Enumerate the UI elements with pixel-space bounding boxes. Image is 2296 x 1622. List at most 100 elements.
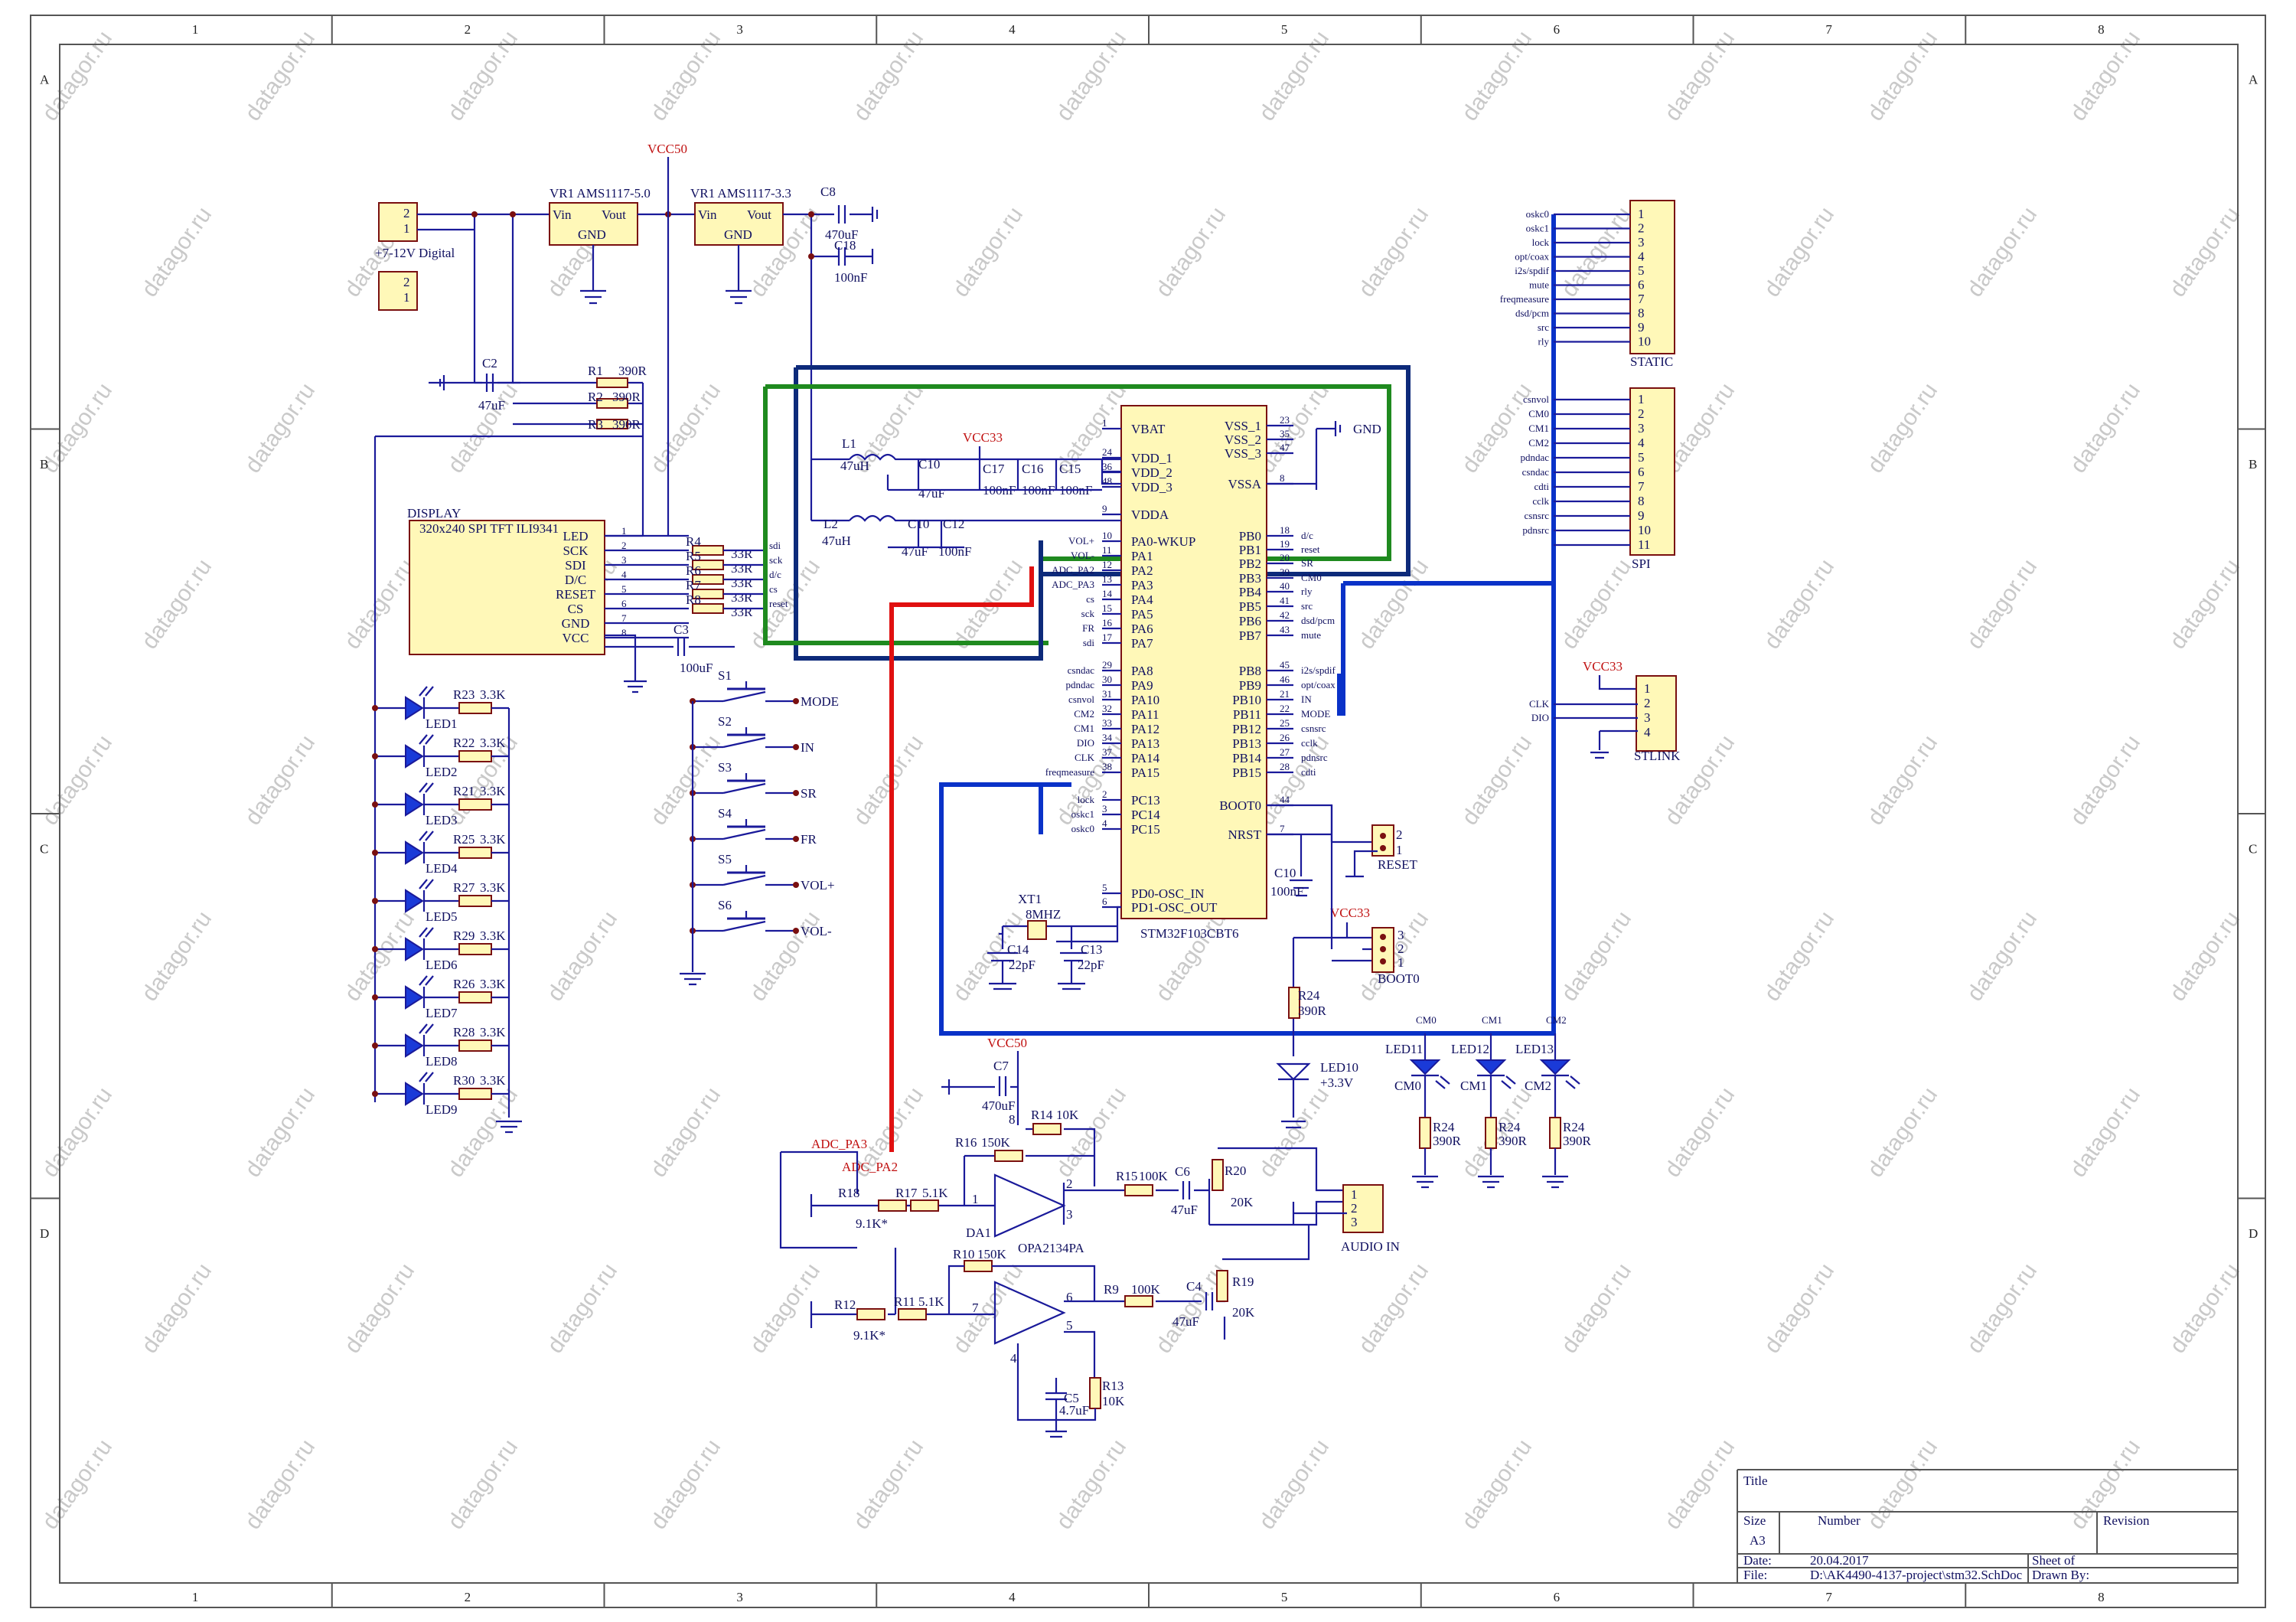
net-label: CLK: [1529, 698, 1550, 710]
opamp-ref: DA1: [966, 1225, 991, 1240]
watermark-text: datagor.ru: [2066, 378, 2146, 478]
net-label: DIO: [1531, 712, 1549, 723]
res-ref: R8: [686, 592, 701, 607]
net-label: sck: [1081, 608, 1095, 619]
mcu-pin-name: PA8: [1131, 664, 1153, 678]
net-label: VOL+: [1068, 535, 1094, 547]
watermark-text: datagor.ru: [340, 554, 420, 654]
pin-number: 6: [1638, 278, 1645, 292]
res-value: 9.1K*: [856, 1216, 888, 1231]
mcu-pin-number: 46: [1280, 674, 1290, 685]
watermark-text: datagor.ru: [745, 1258, 826, 1358]
pin-number: 2: [1638, 406, 1645, 421]
net-label: oskc1: [1526, 223, 1549, 234]
pin-number: 10: [1638, 523, 1651, 537]
res-ref: R26: [453, 977, 475, 991]
res-ref: R2: [588, 390, 603, 404]
switch-ref: S5: [718, 852, 732, 866]
crystal-section: XT1 8MHZ C14 22pF C13 22pF: [987, 892, 1121, 990]
watermark-text: datagor.ru: [948, 202, 1029, 302]
res-value: 33R: [731, 590, 753, 605]
mcu-pin-name: PA13: [1131, 736, 1159, 751]
pin-label: 2: [1397, 942, 1404, 956]
cap-value: 4.7uF: [1059, 1403, 1089, 1418]
mcu-pin-name: PA7: [1131, 636, 1153, 651]
res-value: 3.3K: [480, 736, 506, 750]
net-label: mute: [1301, 629, 1321, 641]
mcu-pin-number: 15: [1102, 602, 1112, 614]
mcu-pin-name: PA15: [1131, 765, 1159, 780]
reg-pin: Vin: [553, 207, 572, 222]
pin-label: 2: [1351, 1201, 1358, 1216]
grid-col-label: 5: [1281, 22, 1288, 37]
mcu-pin-number: 29: [1102, 659, 1112, 671]
watermark-text: datagor.ru: [2165, 554, 2245, 654]
mcu-pin-number: 5: [1102, 882, 1107, 893]
vcc33-label: VCC33: [963, 430, 1003, 445]
pin-number: 2: [1638, 221, 1645, 236]
watermark-text: datagor.ru: [849, 730, 929, 830]
pin-label: 7: [972, 1301, 979, 1315]
switch-net: MODE: [801, 694, 839, 709]
switch-ref: S3: [718, 760, 732, 775]
led-resistor: [458, 702, 492, 714]
res-value: 10K: [1102, 1394, 1125, 1408]
grid-row-label: C: [40, 841, 48, 856]
led-resistor: [458, 895, 492, 907]
switch-net: FR: [801, 832, 817, 847]
net-label: oskc1: [1071, 808, 1094, 820]
mcu-pin-name: PA14: [1131, 751, 1160, 765]
size-value: A3: [1750, 1533, 1766, 1548]
res-ref: R25: [453, 832, 475, 847]
mcu-pin-name: PB14: [1232, 751, 1261, 765]
pin-number: 9: [1638, 508, 1645, 523]
res-value: 33R: [731, 605, 753, 619]
watermark-text: datagor.ru: [1254, 26, 1335, 126]
net-label: CM2: [1525, 1079, 1551, 1093]
audio-in-header: [1342, 1184, 1384, 1233]
sheet-label: Sheet of: [2032, 1553, 2076, 1568]
pin-number: 3: [1638, 421, 1645, 436]
mcu-pin-name: PA0-WKUP: [1131, 534, 1195, 549]
pin-label: 1: [972, 1192, 979, 1206]
watermark-text: datagor.ru: [240, 1434, 321, 1534]
adc-net-label: ADC_PA3: [811, 1137, 867, 1151]
grid-col-label: 8: [2098, 1590, 2105, 1604]
crystal-ref: XT1: [1018, 892, 1042, 906]
mcu-pin-name: PB0: [1239, 529, 1261, 543]
pin-label: 1: [1351, 1187, 1358, 1202]
watermark-text: datagor.ru: [443, 1434, 523, 1534]
mcu-pin-name: PC13: [1131, 793, 1160, 808]
display-pin-number: 4: [621, 569, 627, 580]
mcu-pin-number: 31: [1102, 688, 1112, 700]
mcu-pin-number: 3: [1102, 803, 1107, 814]
reg-pin: Vout: [747, 207, 771, 222]
res-value: 390R: [1298, 1004, 1327, 1018]
cap-ref: C8: [820, 184, 836, 199]
pin-number: 5: [1638, 263, 1645, 278]
led-symbol: [405, 792, 424, 817]
mcu-pin-name: VSS_1: [1225, 419, 1261, 433]
cap-ref: C6: [1175, 1164, 1190, 1179]
led-ref: LED13: [1515, 1042, 1554, 1056]
net-label: cs: [769, 583, 778, 595]
watermark-text: datagor.ru: [646, 26, 726, 126]
grid-col-label: 2: [465, 22, 471, 37]
pin-label: 1: [1397, 955, 1404, 970]
res-ref: R4: [686, 534, 701, 549]
pin-number: 3: [1638, 235, 1645, 250]
net-label: src: [1538, 321, 1549, 333]
net-label: pdndac: [1065, 679, 1094, 690]
mcu-pin-number: 28: [1280, 761, 1290, 772]
mcu-pin-name: VSSA: [1228, 477, 1262, 491]
grid-row-label: D: [2249, 1226, 2258, 1241]
grid-col-label: 6: [1554, 1590, 1561, 1604]
watermark-text: datagor.ru: [137, 554, 217, 654]
net-label: csnvol: [1068, 694, 1094, 705]
watermark-text: datagor.ru: [38, 378, 118, 478]
led-ref: LED9: [426, 1102, 458, 1117]
boot0-label: BOOT0: [1378, 971, 1420, 986]
pin-number: 6: [1638, 465, 1645, 479]
net-label: mute: [1529, 279, 1549, 291]
net-label: freqmeasure: [1500, 293, 1549, 305]
